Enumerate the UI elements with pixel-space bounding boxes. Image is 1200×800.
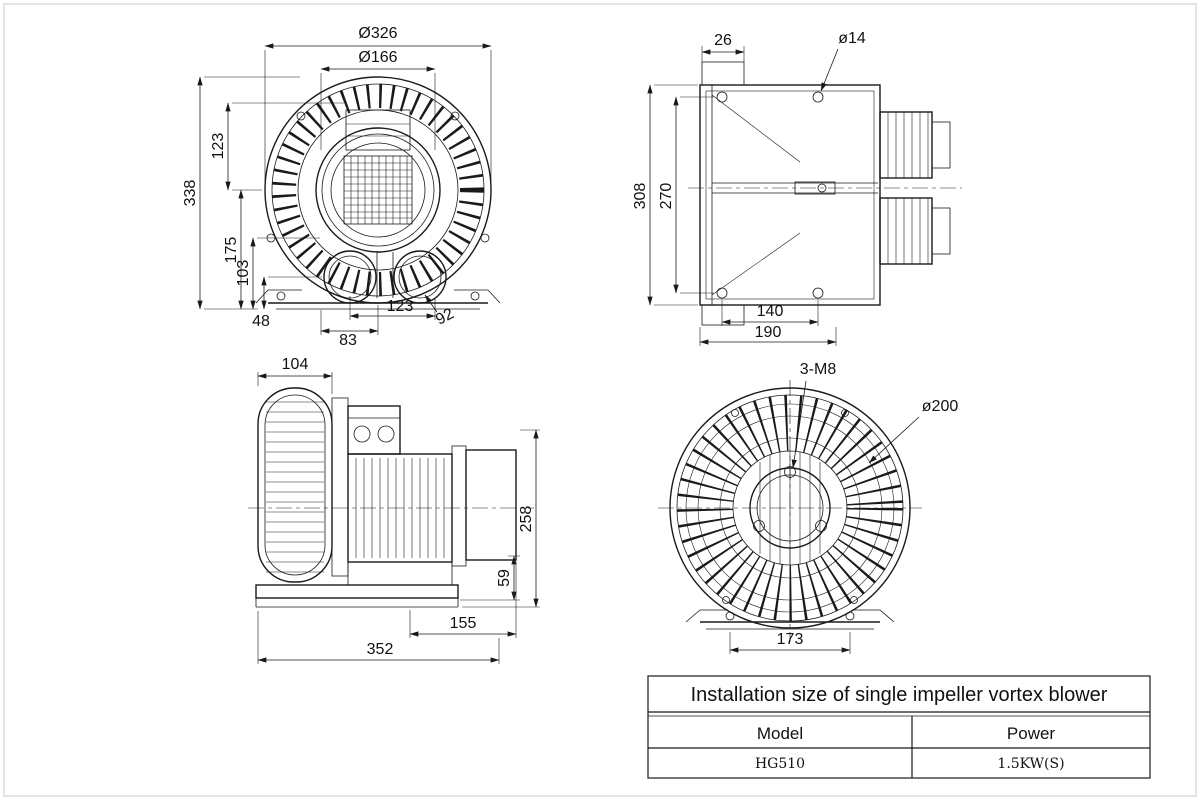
foot-bolt-hole bbox=[276, 291, 286, 301]
dim-label-port-offset: 83 bbox=[339, 332, 357, 349]
mount-hole bbox=[716, 91, 728, 103]
power-column-header: Power bbox=[1007, 724, 1056, 743]
foot-bolt-hole bbox=[845, 611, 855, 621]
power-value: 1.5KW(S) bbox=[997, 756, 1064, 772]
dim-label-port-callout: 92 bbox=[433, 305, 457, 328]
dim-label-tab-width: 26 bbox=[714, 32, 732, 49]
front-view-geometry bbox=[255, 76, 501, 310]
rim-screw bbox=[296, 111, 306, 121]
side-view: 26 ø14 308 270 140 190 bbox=[632, 30, 962, 346]
dim-label-front-height: 338 bbox=[182, 180, 199, 207]
rim-screw bbox=[480, 233, 490, 243]
title-block-title: Installation size of single impeller vor… bbox=[691, 684, 1108, 706]
dim-label-thread-callout: 3-M8 bbox=[800, 361, 837, 378]
m8-hole bbox=[815, 520, 827, 532]
mount-hole bbox=[716, 287, 728, 299]
model-column-header: Model bbox=[757, 724, 803, 743]
dim-label-port-spacing: 123 bbox=[387, 298, 414, 315]
dim-label-profile-height: 258 bbox=[518, 506, 535, 533]
profile-view: 104 258 59 155 352 bbox=[248, 356, 540, 664]
inlet-grille bbox=[343, 155, 413, 225]
dim-label-base-height: 59 bbox=[496, 569, 513, 587]
profile-view-dimensions: 104 258 59 155 352 bbox=[257, 356, 540, 664]
front-view: Ø326 Ø166 338 123 175 103 48 bbox=[182, 25, 501, 349]
shaft-key bbox=[817, 183, 827, 193]
mount-hole bbox=[812, 287, 824, 299]
dim-label-hole-spacing-v: 270 bbox=[658, 183, 675, 210]
dim-label-motor-length: 155 bbox=[450, 615, 477, 632]
mount-hole bbox=[812, 91, 824, 103]
front-view-dimensions: Ø326 Ø166 338 123 175 103 48 bbox=[182, 25, 492, 349]
bottom-tab bbox=[701, 304, 745, 326]
terminal-box bbox=[347, 405, 401, 455]
dim-label-top-to-center: 123 bbox=[210, 133, 227, 160]
dim-label-foot-spacing: 173 bbox=[777, 631, 804, 648]
dim-label-housing-width: 104 bbox=[282, 356, 309, 373]
fan-cowl bbox=[465, 449, 517, 561]
dim-label-hole-dia: ø14 bbox=[838, 30, 866, 47]
m8-hole bbox=[753, 520, 765, 532]
rear-view-dimensions: 3-M8 ø200 173 bbox=[729, 361, 959, 654]
side-view-dimensions: 26 ø14 308 270 140 190 bbox=[632, 30, 866, 346]
dim-label-foot-height: 48 bbox=[252, 313, 270, 330]
side-view-geometry bbox=[688, 61, 962, 326]
model-value: HG510 bbox=[755, 756, 805, 772]
top-tab bbox=[701, 61, 745, 86]
top-vent-box bbox=[345, 109, 411, 151]
dim-label-hole-spacing-h: 140 bbox=[757, 303, 784, 320]
dim-label-side-height: 308 bbox=[632, 183, 649, 210]
foot-bolt-hole bbox=[470, 291, 480, 301]
dim-label-flange-width: 190 bbox=[755, 324, 782, 341]
dim-label-center-to-base: 175 bbox=[223, 237, 240, 264]
dim-label-outer-dia: Ø326 bbox=[358, 25, 397, 42]
dim-label-port-to-base: 103 bbox=[235, 260, 252, 287]
foot-bolt-hole bbox=[725, 611, 735, 621]
page-border bbox=[3, 3, 1197, 797]
rear-view: 3-M8 ø200 173 bbox=[658, 361, 958, 654]
rear-view-geometry bbox=[658, 380, 922, 642]
profile-view-geometry bbox=[248, 387, 534, 608]
dim-label-guard-dia: ø200 bbox=[922, 398, 959, 415]
rim-screw bbox=[450, 111, 460, 121]
dim-label-total-length: 352 bbox=[367, 641, 394, 658]
title-block: Installation size of single impeller vor… bbox=[647, 675, 1151, 779]
dim-label-inner-dia: Ø166 bbox=[358, 49, 397, 66]
